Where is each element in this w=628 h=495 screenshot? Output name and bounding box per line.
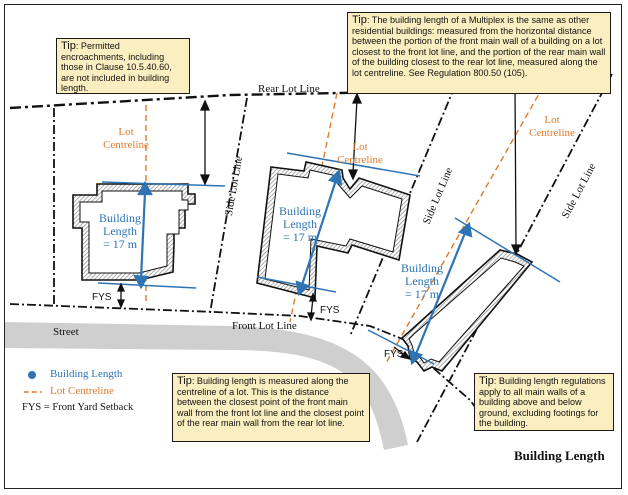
building-length-label-line1: Building xyxy=(400,261,443,275)
legend-blue-dot-icon xyxy=(28,371,36,379)
street xyxy=(5,322,408,450)
tip-text: : Permitted encroachments, including tho… xyxy=(61,41,172,93)
tip-text: : The building length of a Multiplex is … xyxy=(352,15,606,78)
building-length-label-line3: = 17 m xyxy=(404,287,440,301)
lot-centreline-label: Lot Centreline xyxy=(520,114,584,140)
tip-box-walls: Tip: Building length regulations apply t… xyxy=(474,373,614,431)
tip-label: Tip xyxy=(479,375,494,387)
tip-text: : Building length regulations apply to a… xyxy=(479,376,606,428)
tip-label: Tip xyxy=(352,14,367,26)
tip-box-encroachments: Tip: Permitted encroachments, including … xyxy=(56,38,190,94)
building-length-label: Building Length = 17 m xyxy=(396,262,448,301)
building-2 xyxy=(256,161,411,300)
tip-box-measurement: Tip: Building length is measured along t… xyxy=(172,373,370,442)
tip-box-multiplex: Tip: The building length of a Multiplex … xyxy=(347,12,611,94)
building-length-label-line2: Length xyxy=(283,217,317,231)
fys-label: FYS xyxy=(92,292,112,303)
lot-centreline-label: Lot Centreline xyxy=(96,126,156,152)
building-length-label-line3: = 17 m xyxy=(282,230,318,244)
lot-centreline-label-line1: Lot xyxy=(544,114,560,126)
legend-lot-centreline: Lot Centreline xyxy=(50,385,114,397)
diagram-frame xyxy=(4,4,622,489)
lot-centreline-label-line2: Centreline xyxy=(337,154,383,166)
building-1 xyxy=(72,183,196,281)
building-length-label-line1: Building xyxy=(98,211,141,225)
fys-label: FYS xyxy=(384,349,404,360)
lot-centreline-label-line1: Lot xyxy=(352,141,368,153)
legend-symbols xyxy=(24,371,42,393)
building-length-arrows xyxy=(133,168,473,366)
front-lot-line-label: Front Lot Line xyxy=(232,320,297,332)
building-length-label: Building Length = 17 m xyxy=(274,205,326,244)
diagram-title: Building Length xyxy=(514,448,605,463)
tip-label: Tip xyxy=(177,375,192,387)
legend-building-length: Building Length xyxy=(50,368,123,380)
building-length-label-line2: Length xyxy=(405,274,439,288)
building-length-label: Building Length = 17 m xyxy=(96,212,144,251)
fys-label: FYS xyxy=(320,305,340,316)
tip-label: Tip xyxy=(61,40,76,52)
rear-lot-line-label: Rear Lot Line xyxy=(258,83,320,95)
lot-centreline-label-line2: Centreline xyxy=(103,139,149,151)
legend-fys: FYS = Front Yard Setback xyxy=(22,402,134,413)
lot-centreline-label-line1: Lot xyxy=(118,126,134,138)
tip-text: : Building length is measured along the … xyxy=(177,376,365,428)
lot-centreline-label: Lot Centreline xyxy=(328,141,392,167)
building-length-label-line3: = 17 m xyxy=(102,237,138,251)
lot-centreline-label-line2: Centreline xyxy=(529,127,575,139)
building-length-label-line1: Building xyxy=(278,204,321,218)
rear-lot-line xyxy=(9,72,611,110)
street-label: Street xyxy=(53,326,79,338)
building-length-label-line2: Length xyxy=(103,224,137,238)
